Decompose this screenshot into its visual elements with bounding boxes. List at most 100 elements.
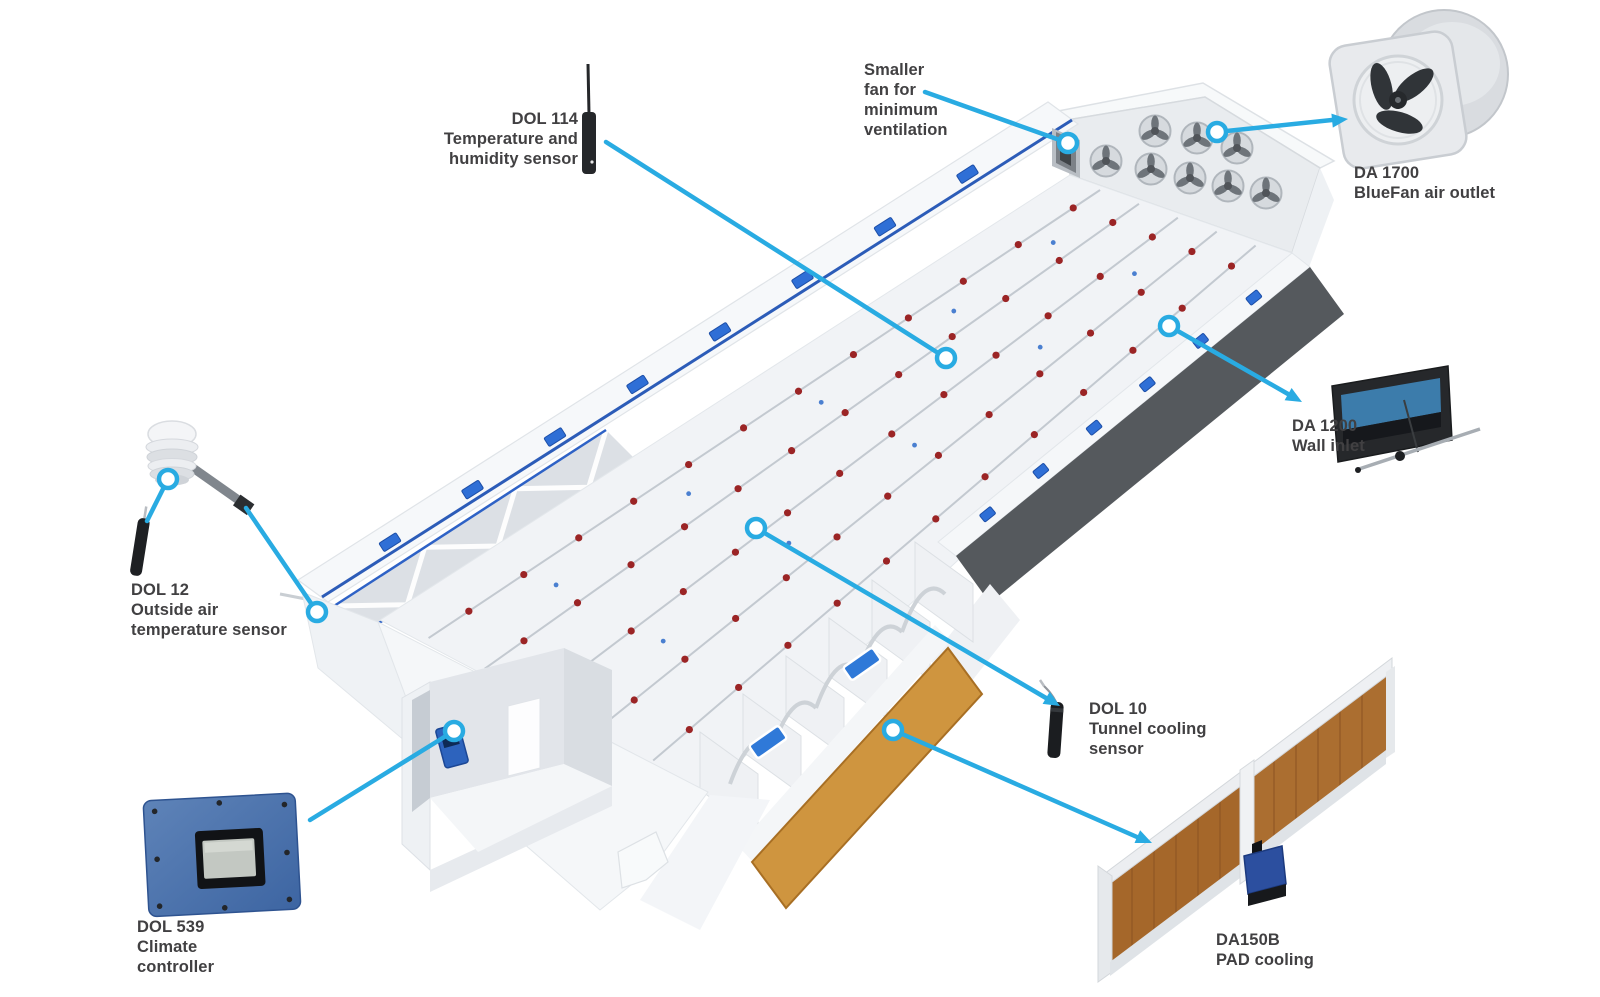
feed-dot: [686, 491, 692, 497]
feed-dot: [1132, 271, 1137, 277]
drinker-nipple-dot: [1036, 370, 1044, 378]
label-line: sensor: [1089, 740, 1144, 758]
label-line: Tunnel cooling: [1089, 720, 1207, 738]
connector-da150b: [881, 718, 905, 742]
drinker-nipple-dot: [685, 460, 693, 469]
drinker-nipple-dot: [833, 599, 841, 607]
drinker-nipple-dot: [985, 411, 993, 419]
label-da1700: DA 1700 BlueFan air outlet: [1354, 163, 1495, 203]
arrow-da1200: [1284, 388, 1302, 402]
arrow-dol10: [1042, 691, 1060, 706]
drinker-nipple-dot: [1002, 294, 1010, 303]
drinker-nipple-dot: [732, 614, 740, 623]
drinker-nipple-dot: [959, 277, 967, 285]
drinker-nipple-dot: [784, 641, 792, 649]
label-line: DOL 12: [131, 581, 190, 599]
connector-dol539: [442, 719, 466, 743]
da1700-bluefan-illustration: [1328, 9, 1509, 170]
drinker-line: [652, 244, 1257, 762]
drinker-nipple-dot: [627, 561, 635, 569]
drinker-nipple-dot: [884, 492, 892, 500]
feed-dot: [553, 582, 559, 588]
wall-inlet-marker: [378, 532, 402, 552]
drinker-nipple-dot: [895, 370, 903, 379]
label-dol539: DOL 539 Climate controller: [137, 917, 214, 977]
feed-dot: [951, 308, 957, 314]
drinker-nipple-dot: [1055, 256, 1063, 265]
connector-da1200: [1157, 314, 1181, 338]
arrow-da1700: [1331, 113, 1348, 128]
drinker-nipple-dot: [1014, 240, 1022, 249]
drinker-nipple-dot: [1227, 262, 1236, 270]
drinker-line: [596, 230, 1218, 731]
drinker-nipple-dot: [630, 696, 638, 704]
label-line: PAD cooling: [1216, 951, 1314, 969]
dol12-sensor-illustration: [130, 420, 255, 576]
label-line: controller: [137, 958, 215, 976]
drinker-nipple-dot: [680, 523, 689, 531]
label-line: Smaller: [864, 61, 925, 79]
drinker-nipple-dot: [1030, 431, 1038, 439]
chimney: [617, 831, 669, 889]
annex-window: [507, 697, 541, 777]
label-line: DA150B: [1216, 931, 1280, 949]
drinker-nipple-dot: [731, 548, 740, 556]
drinker-nipple-dot: [734, 485, 742, 493]
label-line: minimum: [864, 101, 939, 119]
connector-dol12-sensor: [156, 467, 180, 491]
right-wall-outer-face: [956, 267, 1344, 603]
label-dol12: DOL 12 Outside air temperature sensor: [131, 580, 287, 640]
wall-inlet-marker: [543, 427, 567, 447]
callout-connector-circles: [156, 120, 1229, 743]
connector-dol12-building: [305, 600, 329, 624]
drinker-nipple-dot: [882, 557, 891, 565]
feed-dot: [1037, 344, 1043, 350]
exhaust-fan-opening: [1249, 176, 1283, 210]
drinker-nipple-dot: [981, 473, 989, 481]
exhaust-fan-opening: [1138, 114, 1172, 148]
wall-inlet-marker: [708, 322, 732, 342]
drinker-nipple-dot: [888, 430, 896, 438]
drinker-nipple-dot: [783, 509, 792, 517]
tunnel-pipe-arc: [900, 586, 947, 633]
drinker-nipple-dot: [1069, 204, 1077, 212]
wall-inlet-marker: [873, 217, 897, 237]
drinker-nipple-dot: [573, 599, 582, 607]
connector-dol10: [744, 516, 768, 540]
label-line: ventilation: [864, 121, 948, 139]
drinker-nipple-dot: [1096, 272, 1104, 280]
label-line: BlueFan air outlet: [1354, 184, 1496, 202]
label-line: DA 1700: [1354, 164, 1420, 182]
drinker-nipple-dot: [948, 332, 956, 341]
feed-dot: [912, 442, 917, 448]
da150b-pad-illustration: [1097, 656, 1395, 983]
drinker-nipple-dot: [932, 515, 940, 523]
callout-line-smaller-fan: [922, 89, 1071, 146]
callout-line-dol114: [603, 139, 949, 361]
callout-lines: [144, 89, 1335, 840]
drinker-nipple-dot: [520, 570, 528, 579]
callout-line-da150b: [890, 727, 1140, 840]
wall-inlet-marker: [461, 480, 484, 500]
label-line: humidity sensor: [449, 150, 578, 168]
drinker-nipple-dot: [1109, 218, 1117, 227]
drinker-nipple-dot: [627, 627, 635, 635]
label-line: temperature sensor: [131, 621, 287, 639]
drinker-nipple-dot: [1137, 288, 1145, 296]
drinker-nipple-dot: [849, 350, 858, 359]
drinker-nipple-dot: [681, 655, 689, 663]
label-line: fan for: [864, 81, 917, 99]
feed-dot: [1050, 240, 1056, 245]
wall-inlet-marker: [626, 374, 649, 394]
drinker-nipple-dot: [833, 533, 841, 541]
drinker-nipple-dot: [1148, 233, 1156, 241]
drinker-nipple-dot: [520, 637, 528, 645]
exhaust-fan-opening: [1134, 152, 1168, 186]
drinker-nipple-dot: [934, 451, 943, 459]
building-illustration: [279, 82, 1344, 930]
drinker-line: [540, 216, 1179, 701]
wall-inlet-marker: [979, 506, 996, 523]
wall-inlet-marker: [1139, 376, 1156, 393]
exhaust-fan-opening: [1173, 161, 1207, 195]
